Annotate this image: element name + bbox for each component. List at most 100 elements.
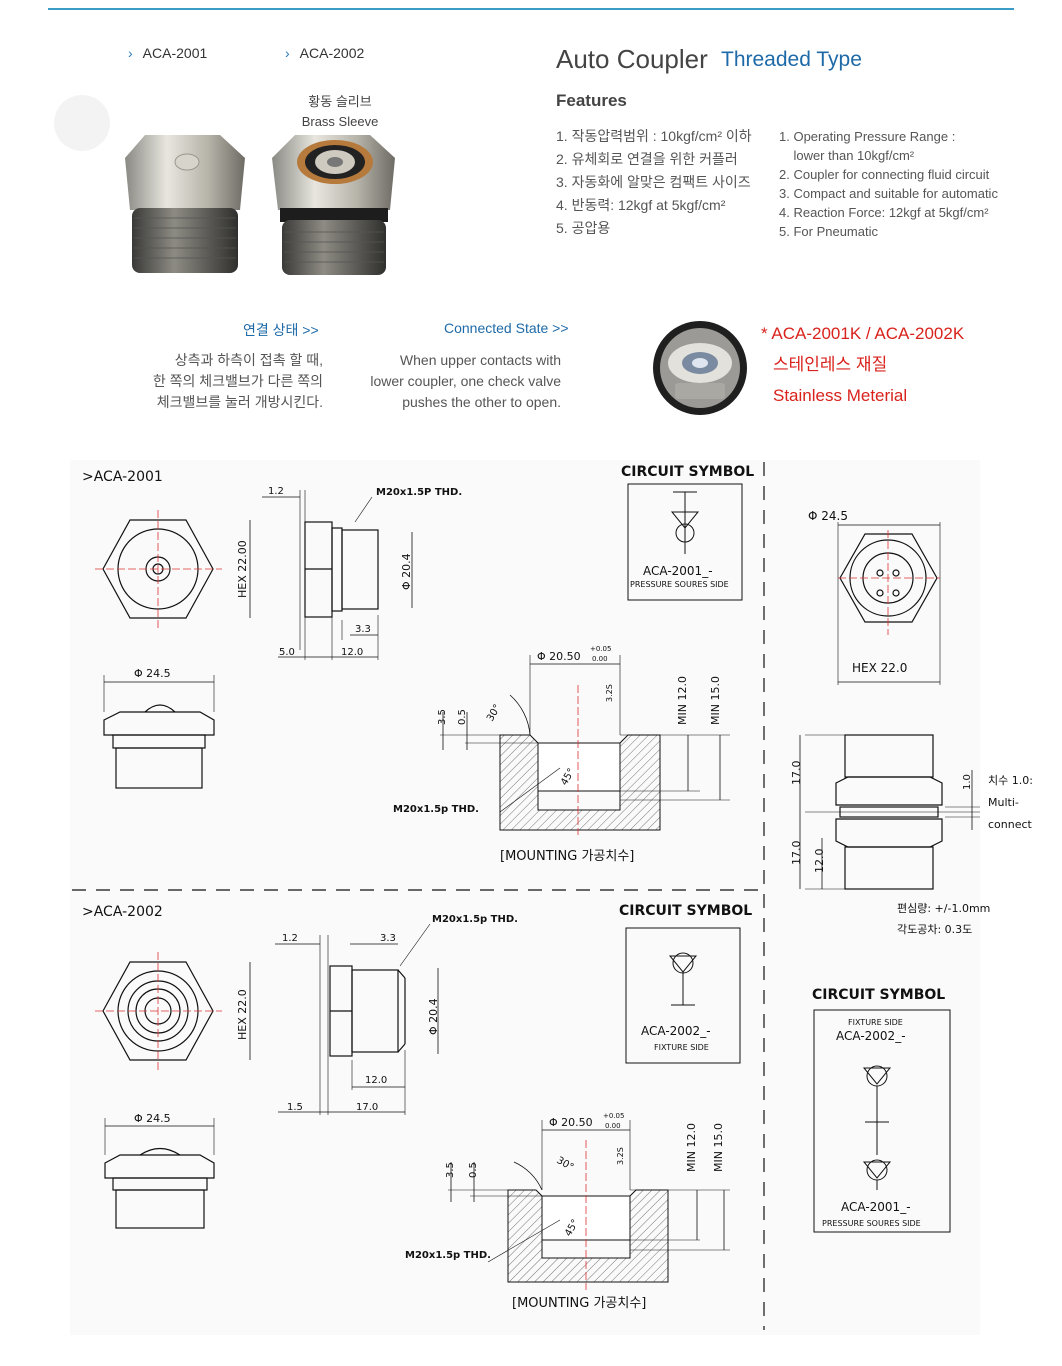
dim-17-top: 17.0 [790, 761, 803, 786]
dim-dia: Φ 20.4 [400, 553, 413, 590]
circuit-symbol-2001 [627, 483, 743, 601]
model-name: ACA-2002 [299, 45, 365, 61]
list-item: 2. Coupler for connecting fluid circuit [779, 167, 990, 182]
circuit-side: PRESSURE SOURES SIDE [630, 580, 729, 589]
list-item: 2. 유체회로 연결을 위한 커플러 [556, 151, 738, 167]
mount-min12: MIN 12.0 [685, 1123, 698, 1172]
mount-thread: M20x1.5p THD. [405, 1250, 491, 1261]
tolerance-angle: 각도공차: 0.3도 [897, 923, 972, 936]
mount-thread: M20x1.5p THD. [393, 804, 479, 815]
aca-2002-elevation [104, 1118, 215, 1229]
dim-1-5: 1.5 [287, 1102, 303, 1113]
mount-tol-upper: +0.05 [590, 645, 611, 653]
pressure-side: PRESSURE SOURES SIDE [822, 1219, 921, 1228]
model-label-2002: › ACA-2002 [285, 45, 364, 61]
stainless-ko: 스테인레스 재질 [773, 355, 888, 374]
top-divider [48, 8, 1014, 10]
aca-2002-photo [272, 135, 395, 275]
product-title: Auto Coupler [556, 44, 708, 74]
list-item: 5. 공압용 [556, 220, 611, 236]
dim-dia-24: Φ 24.5 [134, 667, 171, 680]
list-item: 5. For Pneumatic [779, 224, 878, 239]
connected-side-view [799, 734, 980, 890]
aca-2001-photo [125, 135, 245, 273]
stainless-model: * ACA-2001K / ACA-2002K [761, 324, 965, 343]
mount-3-5: 3.5 [437, 709, 448, 725]
desc-line: 체크밸브를 눌러 개방시킨다. [156, 394, 323, 410]
dim-1-2: 1.2 [282, 933, 298, 944]
circuit-symbol-title: CIRCUIT SYMBOL [621, 464, 754, 480]
mount-tol-lower: 0.00 [592, 655, 608, 663]
mount-3-5: 3.5 [445, 1162, 456, 1178]
dim-3-3: 3.3 [355, 624, 371, 635]
desc-line: 상측과 하측이 접촉 할 때, [174, 352, 323, 368]
dim-hex: HEX 22.0 [236, 989, 249, 1040]
dim-17-bottom: 17.0 [790, 841, 803, 866]
mount-dia: Φ 20.50 [549, 1116, 593, 1129]
photo-shadow [54, 95, 110, 151]
caption-ko: 황동 슬리브 [308, 94, 372, 109]
technical-drawings: >ACA-2001 CIRCUIT SYMBOL HEX 22.00 1.2 M… [70, 460, 1033, 1335]
mount-tol-lower: 0.00 [605, 1122, 621, 1130]
fixture-model: ACA-2002_- [836, 1029, 906, 1043]
features-heading: Features [556, 91, 627, 110]
mount-min12: MIN 12.0 [676, 676, 689, 725]
mount-min15: MIN 15.0 [712, 1123, 725, 1172]
mount-min15: MIN 15.0 [709, 676, 722, 725]
aca-2002-label: >ACA-2002 [82, 904, 163, 920]
connected-desc-en: When upper contacts with lower coupler, … [340, 350, 561, 413]
dim-12-0: 12.0 [365, 1075, 387, 1086]
desc-line: When upper contacts with [399, 352, 561, 368]
brass-sleeve-caption: 황동 슬리브 Brass Sleeve [295, 92, 385, 132]
stainless-en: Stainless Meterial [773, 386, 908, 405]
connected-top-view [837, 522, 941, 685]
features-en-list: 1. Operating Pressure Range : lower than… [779, 127, 998, 241]
dim-1: 1.0 [962, 774, 973, 790]
right-dia: Φ 24.5 [808, 509, 848, 523]
dim-thread: M20x1.5p THD. [432, 914, 518, 925]
product-photos [54, 95, 395, 275]
dim-12: 12.0 [813, 849, 826, 874]
mounting-caption: [MOUNTING 가공치수] [512, 1296, 646, 1311]
dim-5-0: 5.0 [279, 647, 295, 658]
mount-tol-upper: +0.05 [603, 1112, 624, 1120]
stainless-note: * ACA-2001K / ACA-2002K 스테인레스 재질 Stainle… [761, 318, 964, 411]
right-hex: HEX 22.0 [852, 661, 907, 675]
mounting-caption: [MOUNTING 가공치수] [500, 849, 634, 864]
list-item: 1. 작동압력범위 : 10kgf/cm² 이하 [556, 128, 752, 144]
drawing-bg [70, 460, 980, 1335]
product-subtitle: Threaded Type [721, 48, 862, 71]
dim-dia-24: Φ 24.5 [134, 1112, 171, 1125]
desc-line: pushes the other to open. [402, 394, 561, 410]
aca-2002-side-view [275, 923, 439, 1115]
model-label-2001: ›ACA-2001 [128, 45, 207, 61]
mounting-2001 [440, 655, 730, 835]
aca-2001-side-view [262, 490, 413, 660]
list-item: 1. Operating Pressure Range : [779, 129, 956, 144]
dim-dia: Φ 20.4 [427, 998, 440, 1035]
mounting-2002 [448, 1120, 730, 1290]
circuit-side: FIXTURE SIDE [654, 1043, 709, 1052]
note-1: 치수 1.0: [988, 774, 1033, 787]
note-3: connect [988, 818, 1033, 831]
note-2: Multi- [988, 796, 1019, 809]
dim-thread: M20x1.5P THD. [376, 487, 462, 498]
caption-en: Brass Sleeve [301, 114, 379, 129]
circuit-model: ACA-2002_- [641, 1024, 711, 1038]
aca-2001-front-view [95, 510, 251, 630]
list-item: 4. Reaction Force: 12kgf at 5kgf/cm² [779, 205, 989, 220]
circuit-symbol-title: CIRCUIT SYMBOL [812, 987, 945, 1003]
dim-17-0: 17.0 [356, 1102, 378, 1113]
list-item: 3. 자동화에 알맞은 컴팩트 사이즈 [556, 174, 751, 190]
connected-desc-ko: 상측과 하측이 접촉 할 때, 한 쪽의 체크밸브가 다른 쪽의 체크밸브를 눌… [120, 350, 323, 413]
connected-title-en: Connected State >> [444, 320, 569, 336]
desc-line: lower coupler, one check valve [370, 373, 561, 389]
mount-dia: Φ 20.50 [537, 650, 581, 663]
chevron-right-icon: › [285, 45, 290, 61]
mount-surface: 3.2S [616, 1147, 625, 1165]
fixture-side: FIXTURE SIDE [848, 1018, 903, 1027]
aca-2001-elevation [103, 675, 215, 789]
circuit-symbol-title: CIRCUIT SYMBOL [619, 903, 752, 919]
mount-0-5: 0.5 [468, 1162, 479, 1178]
dim-12-0: 12.0 [341, 647, 363, 658]
